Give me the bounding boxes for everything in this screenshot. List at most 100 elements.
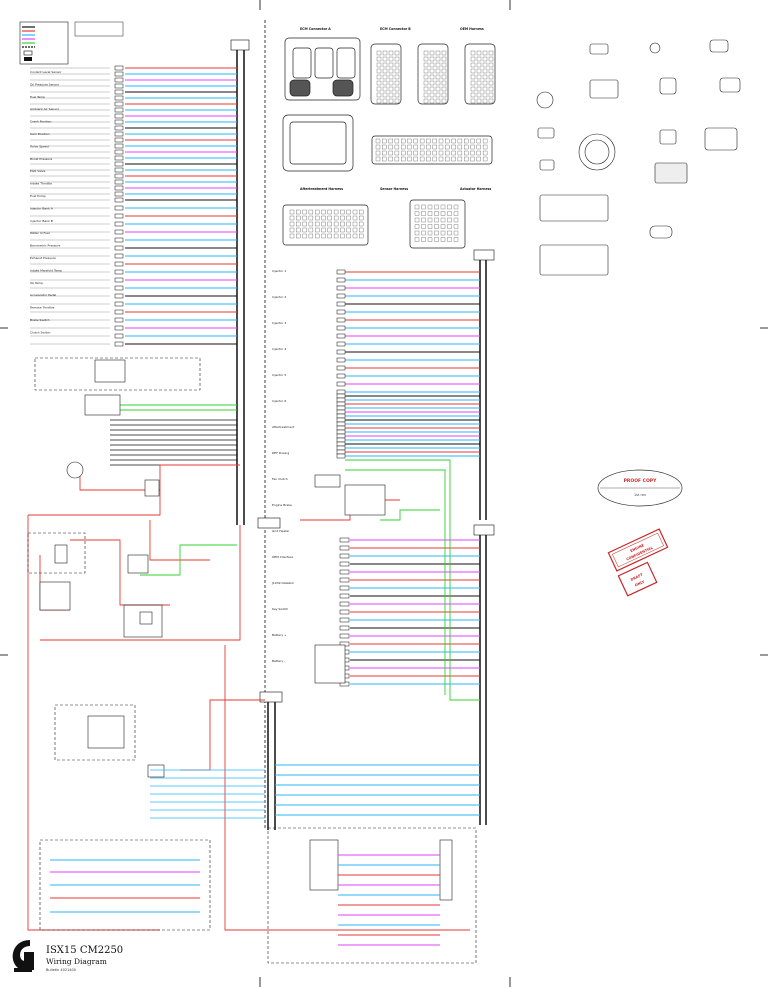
pin-cell	[488, 56, 494, 62]
connector-pin	[114, 77, 124, 83]
pin-cell	[333, 227, 339, 233]
pin-cell	[482, 138, 488, 144]
pin-cell	[308, 209, 314, 215]
pin-cell	[327, 221, 332, 227]
pin-cell	[376, 74, 382, 80]
pin-cell	[394, 92, 400, 98]
connector-pin	[339, 545, 350, 551]
pin-cell	[382, 150, 387, 156]
pin-cell	[376, 80, 382, 86]
pin-cell	[470, 150, 475, 156]
pin-cell	[382, 68, 388, 74]
connector-pin	[336, 417, 346, 423]
left-sensor-label: Crank Position	[30, 120, 52, 124]
pin-cell	[445, 144, 450, 150]
connector-pin	[339, 593, 350, 599]
connector-pin	[114, 131, 124, 137]
pin-cell	[296, 215, 301, 221]
pin-cell	[447, 217, 452, 223]
connector-pin	[339, 617, 350, 623]
pin-cell	[482, 92, 488, 98]
pin-cell	[315, 215, 320, 221]
lower-right-module	[267, 474, 477, 964]
right-actuator-label: Engine Brake	[272, 503, 292, 507]
pin-cell	[394, 150, 400, 156]
pin-cell	[470, 50, 476, 56]
pin-cell	[429, 74, 435, 80]
pin-cell	[394, 86, 400, 92]
pin-cell	[401, 144, 406, 150]
right-actuator-label: Injector 4	[272, 347, 286, 351]
connector-pin-grids	[289, 50, 494, 242]
pin-cell	[488, 50, 494, 56]
connector-pin	[336, 285, 346, 291]
pin-cell	[340, 221, 345, 227]
pin-cell	[476, 74, 482, 80]
pin-cell	[308, 227, 314, 233]
pin-cell	[359, 233, 364, 239]
pin-cell	[327, 233, 332, 239]
pin-cell	[423, 98, 429, 104]
pin-cell	[359, 221, 364, 227]
pin-cell	[315, 233, 320, 239]
pin-cell	[470, 80, 476, 86]
pin-cell	[447, 224, 452, 229]
pin-cell	[376, 98, 382, 104]
pin-cell	[453, 211, 459, 216]
pin-cell	[445, 156, 450, 162]
left-sensor-label: Cam Position	[30, 132, 50, 136]
pin-cell	[423, 92, 429, 98]
pin-cell	[382, 92, 388, 98]
proof-copy-mark: PROOF COPY 1st rev	[597, 469, 683, 507]
pin-cell	[441, 62, 447, 68]
pin-cell	[476, 80, 482, 86]
left-sensor-label: Clutch Switch	[30, 330, 51, 334]
oem-module-box	[39, 704, 211, 931]
pin-cell	[427, 224, 433, 229]
pin-cell	[438, 138, 444, 144]
pin-cell	[401, 156, 406, 162]
connector-pin	[114, 285, 124, 291]
pin-cell	[321, 215, 326, 221]
left-sensor-label: Intake Manifold Temp	[30, 268, 62, 272]
pin-cell	[470, 68, 476, 74]
pin-cell	[470, 144, 475, 150]
pin-cell	[401, 138, 406, 144]
pin-cell	[375, 150, 381, 156]
pin-cell	[419, 138, 425, 144]
pin-cell	[488, 74, 494, 80]
pin-cell	[321, 227, 326, 233]
pin-cell	[388, 144, 393, 150]
pin-cell	[421, 224, 426, 229]
pin-cell	[407, 156, 412, 162]
pin-cell	[423, 56, 429, 62]
pin-cell	[388, 80, 394, 86]
pin-cell	[346, 221, 351, 227]
pin-cell	[414, 224, 420, 229]
title-line-1: ISX15 CM2250	[46, 945, 123, 956]
pin-cell	[352, 227, 358, 233]
pin-cell	[435, 56, 441, 62]
connector-pin	[114, 221, 124, 227]
pin-cell	[407, 144, 412, 150]
connector-pin	[114, 191, 124, 197]
connector-pin	[114, 113, 124, 119]
connector-pin	[339, 569, 350, 575]
pin-cell	[427, 211, 433, 216]
pin-cell	[296, 221, 301, 227]
connector-label: Actuator Harness	[460, 187, 491, 191]
connector-pin	[339, 609, 350, 615]
pin-cell	[440, 204, 446, 210]
pin-cell	[435, 98, 441, 104]
pin-cell	[447, 230, 452, 236]
connector-pin	[339, 537, 350, 543]
pin-cell	[346, 209, 351, 215]
connector-pin	[336, 433, 346, 439]
pin-cell	[482, 56, 488, 62]
connector-pin	[114, 309, 124, 315]
pin-cell	[435, 80, 441, 86]
pin-cell	[394, 138, 400, 144]
proof-copy-sub: 1st rev	[634, 493, 646, 497]
pin-cell	[470, 92, 476, 98]
